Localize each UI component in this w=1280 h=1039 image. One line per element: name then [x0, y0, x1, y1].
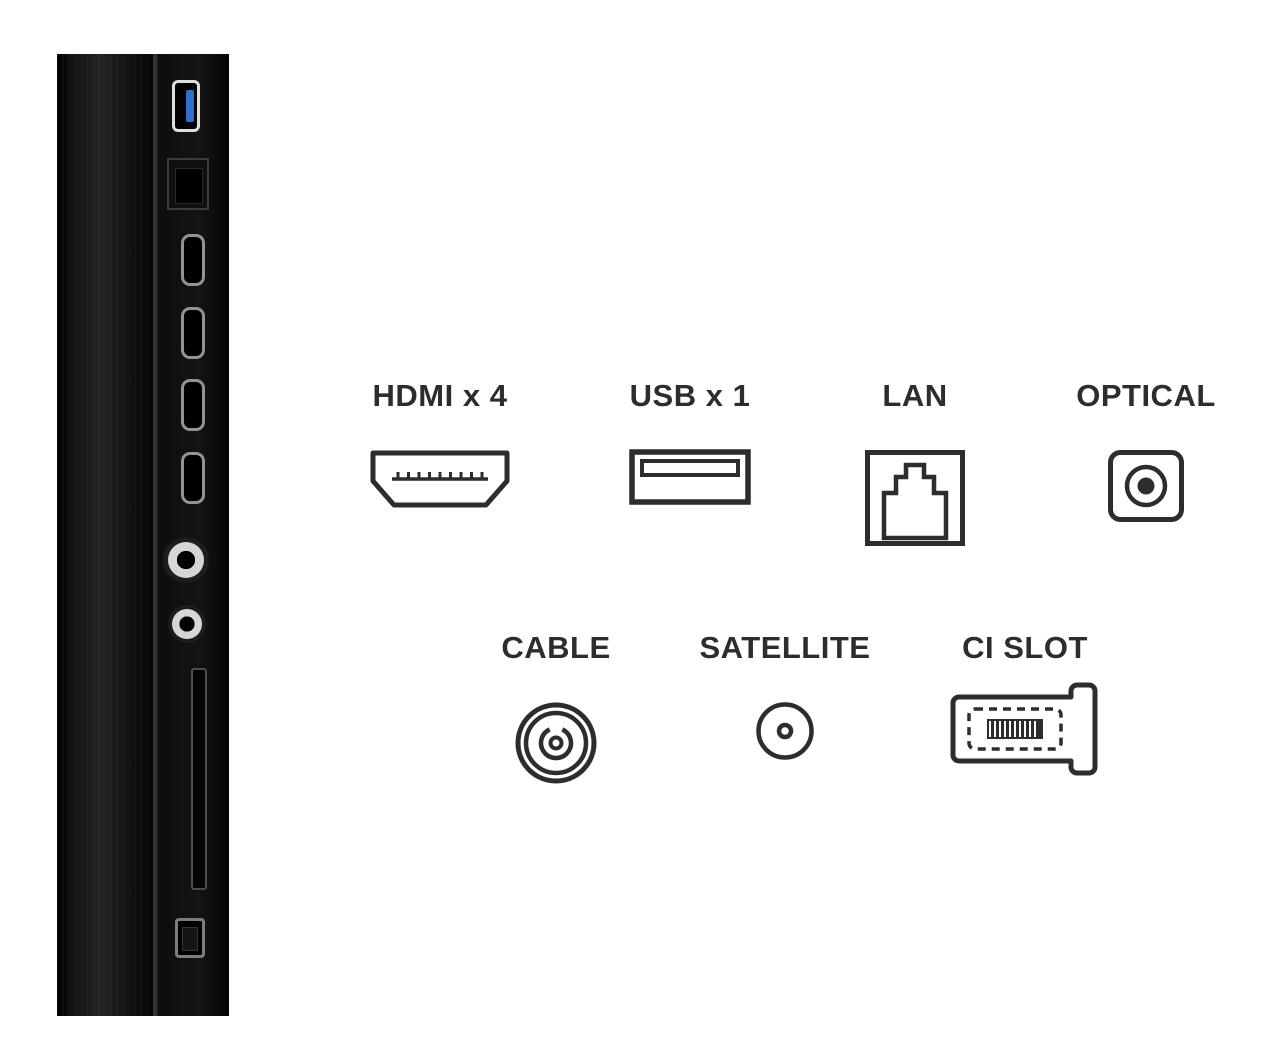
satellite-port-ring	[171, 608, 203, 640]
lan-port-cavity	[175, 168, 203, 204]
lan-port	[167, 158, 209, 210]
hdmi-icon	[370, 450, 510, 508]
legend-item-cable: CABLE	[466, 630, 646, 786]
ci-slot-icon	[950, 682, 1098, 776]
optical-icon	[1108, 450, 1184, 522]
legend-item-satellite: SATELLITE	[695, 630, 875, 762]
cable-label: CABLE	[501, 630, 611, 665]
legend-item-lan: LAN	[830, 378, 1000, 548]
cable-icon	[515, 702, 597, 784]
usb-label: USB x 1	[629, 378, 751, 413]
satellite-label: SATELLITE	[699, 630, 871, 665]
ci-slot	[191, 668, 207, 890]
optical-port-flap	[182, 927, 198, 951]
satellite-port	[168, 605, 206, 643]
hdmi-label: HDMI x 4	[372, 378, 508, 413]
tv-port-recess	[153, 54, 229, 1016]
usb-icon	[629, 449, 751, 505]
legend-item-hdmi: HDMI x 4	[350, 378, 530, 510]
cable-port-ring	[167, 541, 205, 579]
cable-port	[163, 537, 209, 583]
legend-item-usb: USB x 1	[600, 378, 780, 506]
legend-item-optical: OPTICAL	[1056, 378, 1236, 524]
legend-item-ci-slot: CI SLOT	[930, 630, 1120, 778]
hdmi-port-3	[181, 379, 205, 431]
satellite-icon	[756, 702, 814, 760]
ci-slot-label: CI SLOT	[962, 630, 1088, 665]
hdmi-port-4	[181, 452, 205, 504]
hdmi-port-1	[181, 234, 205, 286]
optical-port	[175, 918, 205, 958]
usb-port	[172, 80, 200, 132]
hdmi-port-2	[181, 307, 205, 359]
usb-port-tongue	[186, 90, 194, 122]
tv-bezel-edge	[57, 54, 153, 1016]
lan-icon	[865, 450, 965, 546]
lan-label: LAN	[882, 378, 948, 413]
optical-label: OPTICAL	[1076, 378, 1216, 413]
